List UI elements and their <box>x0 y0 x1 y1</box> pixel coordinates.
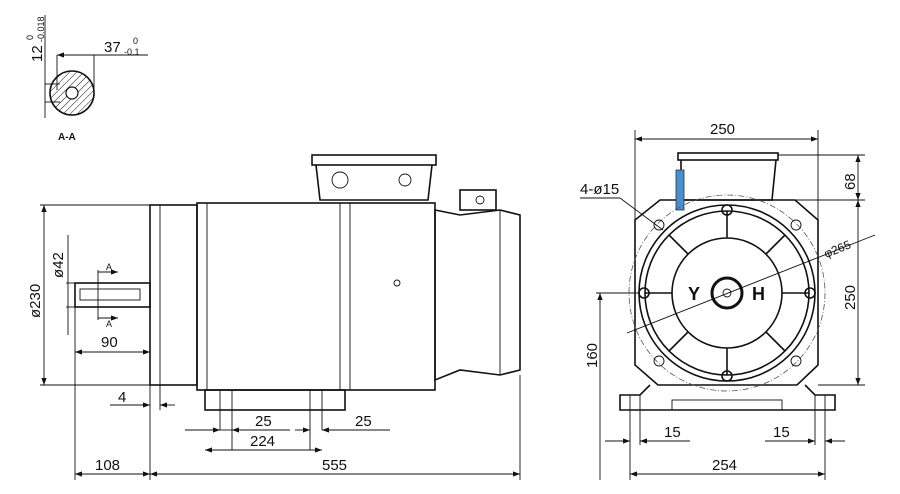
drawing-shape <box>680 159 777 201</box>
motor-body <box>196 202 436 391</box>
flange-thickness-label: 4 <box>118 389 126 406</box>
shaft-length-label: 90 <box>101 334 118 351</box>
pcd-label: φ265 <box>822 237 853 261</box>
side-view: A A ø230 ø42 90 4 25 25 224 108 555 <box>27 154 521 480</box>
feet <box>204 389 346 411</box>
section-label: A-A <box>58 132 76 143</box>
foot-spacing-label: 224 <box>250 433 275 450</box>
rear-housing <box>434 209 521 382</box>
accent-tab <box>675 169 685 211</box>
shaft-extension-label: 108 <box>95 457 120 474</box>
section-a-a: 12 0 -0.018 37 0 -0.1 A-A <box>25 15 148 143</box>
dimension-line <box>765 234 786 255</box>
key-width-tol-lower: -0.018 <box>36 16 46 42</box>
front-terminal-lid <box>677 152 779 161</box>
front-view: Y H 250 4-ø15 φ265 68 250 160 15 15 254 <box>580 121 876 480</box>
keyway <box>79 288 141 301</box>
center-height-label: 160 <box>584 343 601 368</box>
section-mark-bottom: A <box>106 319 112 329</box>
terminal-label-h: H <box>752 284 765 304</box>
pcd-circle <box>628 194 826 392</box>
terminal-box-lid <box>311 154 437 166</box>
key-depth-label: 37 <box>104 39 121 56</box>
key-depth-tol-lower: -0.1 <box>124 47 140 57</box>
drawing-shape <box>619 384 836 411</box>
drawing-shape <box>721 204 733 216</box>
flange-diameter-label: ø230 <box>27 284 44 318</box>
drawing-shape <box>331 171 349 189</box>
shaft <box>74 282 151 308</box>
drawing-shape <box>398 173 412 187</box>
drawing-shape <box>671 399 783 411</box>
drawing-shape <box>475 195 485 205</box>
dimension-line <box>668 331 689 352</box>
drawing-shape <box>653 219 665 231</box>
end-cover <box>634 199 819 386</box>
drawing-shape <box>393 279 401 287</box>
height-label: 250 <box>842 285 859 310</box>
drawing-shape <box>790 219 802 231</box>
dimension-line <box>626 234 876 334</box>
dimension-line <box>668 234 689 255</box>
drawing-shape <box>790 355 802 367</box>
terminal-label-y: Y <box>688 284 700 304</box>
drawing-shape <box>459 189 497 211</box>
foot-width-left-label: 25 <box>255 413 272 430</box>
key-depth-tol-upper: 0 <box>133 36 138 46</box>
key-width-tol-upper: 0 <box>25 35 35 40</box>
foot-slot-right-label: 15 <box>773 424 790 441</box>
holes-label: 4-ø15 <box>580 181 619 198</box>
drawing-shape <box>721 370 733 382</box>
key-width-label: 12 <box>29 45 46 62</box>
drawing-shape <box>804 287 816 299</box>
dimension-line <box>765 331 786 352</box>
foot-width-right-label: 25 <box>355 413 372 430</box>
drawing-shape <box>65 86 79 100</box>
section-mark-top: A <box>106 262 112 272</box>
foot-slot-left-label: 15 <box>664 424 681 441</box>
dimension-line <box>619 197 664 231</box>
base-width-label: 254 <box>712 457 737 474</box>
width-top-label: 250 <box>710 121 735 138</box>
shaft-diameter-label: ø42 <box>50 252 67 278</box>
flange <box>149 204 198 386</box>
terminal-box <box>315 164 433 201</box>
body-length-label: 555 <box>322 457 347 474</box>
box-height-label: 68 <box>842 173 859 190</box>
drawing-shape <box>653 355 665 367</box>
drawing-shape <box>722 288 732 298</box>
shaft-end <box>710 276 744 310</box>
